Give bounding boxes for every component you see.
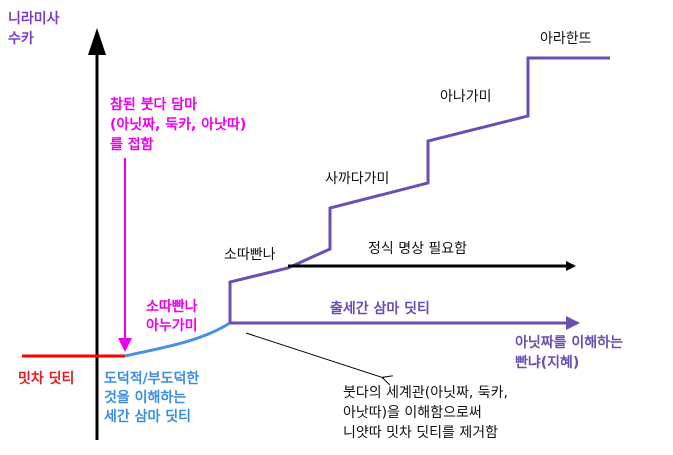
anicca-understanding-line1: 아닛짜를 이해하는 [515, 335, 623, 351]
worldview-note-line3: 니얏따 밋차 딧티를 제거함 [343, 425, 499, 441]
supramundane-view-label: 출세간 삼마 딧티 [330, 301, 430, 317]
axis-label-line1: 니라미사 [8, 11, 60, 27]
stage-sotapanna: 소따빤나 [224, 247, 276, 263]
teaching-line1: 참된 붓다 담마 [110, 97, 198, 113]
sotapanna-anugami-line1: 소따빤나 [146, 299, 198, 315]
axis-label-line2: 수카 [8, 31, 34, 47]
micchaditthi-label: 밋차 딧티 [18, 371, 75, 387]
stages-staircase [228, 56, 610, 323]
worldview-note-line1: 붓다의 세계관(아닛짜, 둑카, [343, 385, 508, 401]
stage-arahant: 아라한뜨 [540, 31, 592, 47]
stage-sakadagami: 사까다가미 [325, 171, 390, 187]
teaching-line3: 를 접함 [110, 137, 154, 153]
worldly-view-line3: 세간 삼마 딧티 [104, 409, 192, 425]
worldview-note-line2: 아낫따)을 이해함으로써 [343, 405, 482, 421]
worldly-view-line1: 도덕적/부도덕한 [104, 371, 200, 387]
vertical-axis-arrowhead [88, 28, 106, 55]
worldview-pointer [245, 332, 384, 378]
worldly-path [124, 321, 231, 358]
anicca-understanding-line2: 빤냐(지혜) [515, 355, 580, 371]
meditation-label: 정식 명상 필요함 [368, 241, 468, 257]
stage-anagami: 아나가미 [440, 89, 492, 105]
sotapanna-anugami-line2: 아누가미 [146, 318, 198, 334]
worldly-view-line2: 것을 이해하는 [104, 390, 187, 406]
teaching-line2: (아닛짜, 둑카, 아낫따) [110, 117, 247, 133]
